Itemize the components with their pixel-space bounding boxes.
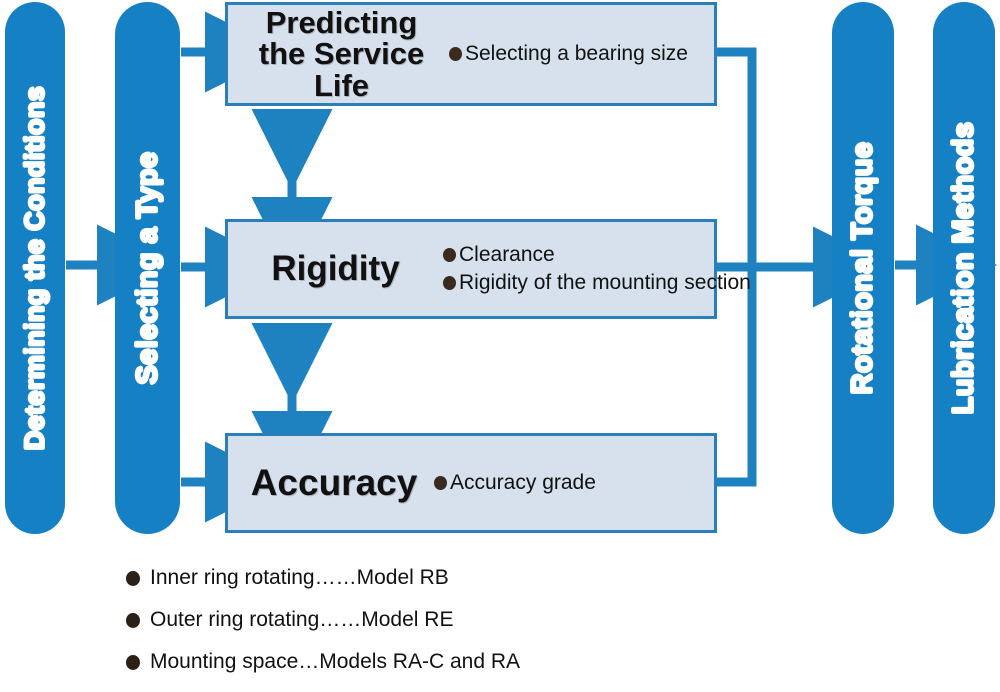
legend-item: Outer ring rotating……Model RE xyxy=(126,608,646,632)
box-bullet-list: Clearance Rigidity of the mounting secti… xyxy=(443,241,751,298)
bullet-dot-icon xyxy=(443,247,456,262)
bullet-dot-icon xyxy=(443,276,456,291)
box-title: Accuracy xyxy=(250,462,418,504)
box-bullet-list: Accuracy grade xyxy=(434,469,714,497)
box-title-line: the Service Life xyxy=(258,36,425,103)
bullet-item: Clearance xyxy=(443,241,751,269)
box-accuracy[interactable]: Accuracy Accuracy grade xyxy=(225,433,717,533)
box-title: Predicting the Service Life xyxy=(228,4,449,103)
stage-pill-determining-the-conditions[interactable]: Determining the Conditions xyxy=(5,2,65,534)
bullet-item: Selecting a bearing size xyxy=(449,40,714,68)
bullet-dot-icon xyxy=(126,654,140,670)
bullet-label: Rigidity of the mounting section xyxy=(459,271,751,294)
stage-pill-selecting-a-type[interactable]: Selecting a Type xyxy=(115,2,180,534)
bullet-dot-icon xyxy=(449,47,462,61)
legend-label: Inner ring rotating……Model RB xyxy=(150,566,449,589)
stage-pill-rotational-torque[interactable]: Rotational Torque xyxy=(832,2,894,534)
stage-pill-label: Determining the Conditions xyxy=(19,85,50,451)
stage-pill-lubrication-methods[interactable]: Lubrication Methods xyxy=(933,2,995,534)
legend-label: Outer ring rotating……Model RE xyxy=(150,608,454,631)
box-bullet-list: Selecting a bearing size xyxy=(449,40,714,68)
box-title-line: Predicting xyxy=(265,4,418,40)
bullet-dot-icon xyxy=(126,612,140,628)
box-title: Rigidity xyxy=(271,249,400,289)
stage-pill-label: Lubrication Methods xyxy=(947,121,980,415)
stage-pill-label: Rotational Torque xyxy=(846,141,879,395)
bullet-item: Accuracy grade xyxy=(434,469,714,497)
legend: Inner ring rotating……Model RB Outer ring… xyxy=(126,566,646,692)
stage-pill-label: Selecting a Type xyxy=(131,151,163,385)
bullet-label: Accuracy grade xyxy=(450,470,596,494)
bullet-label: Selecting a bearing size xyxy=(465,41,688,65)
legend-item: Mounting space…Models RA-C and RA xyxy=(126,650,646,674)
bullet-item: Rigidity of the mounting section xyxy=(443,269,751,297)
box-predicting-the-service-life[interactable]: Predicting the Service Life Selecting a … xyxy=(225,2,717,106)
bullet-dot-icon xyxy=(126,570,140,586)
legend-item: Inner ring rotating……Model RB xyxy=(126,566,646,590)
legend-label: Mounting space…Models RA-C and RA xyxy=(150,650,521,673)
bullet-label: Clearance xyxy=(459,242,555,266)
box-rigidity[interactable]: Rigidity Clearance Rigidity of the mount… xyxy=(225,219,751,319)
bullet-dot-icon xyxy=(434,476,447,490)
